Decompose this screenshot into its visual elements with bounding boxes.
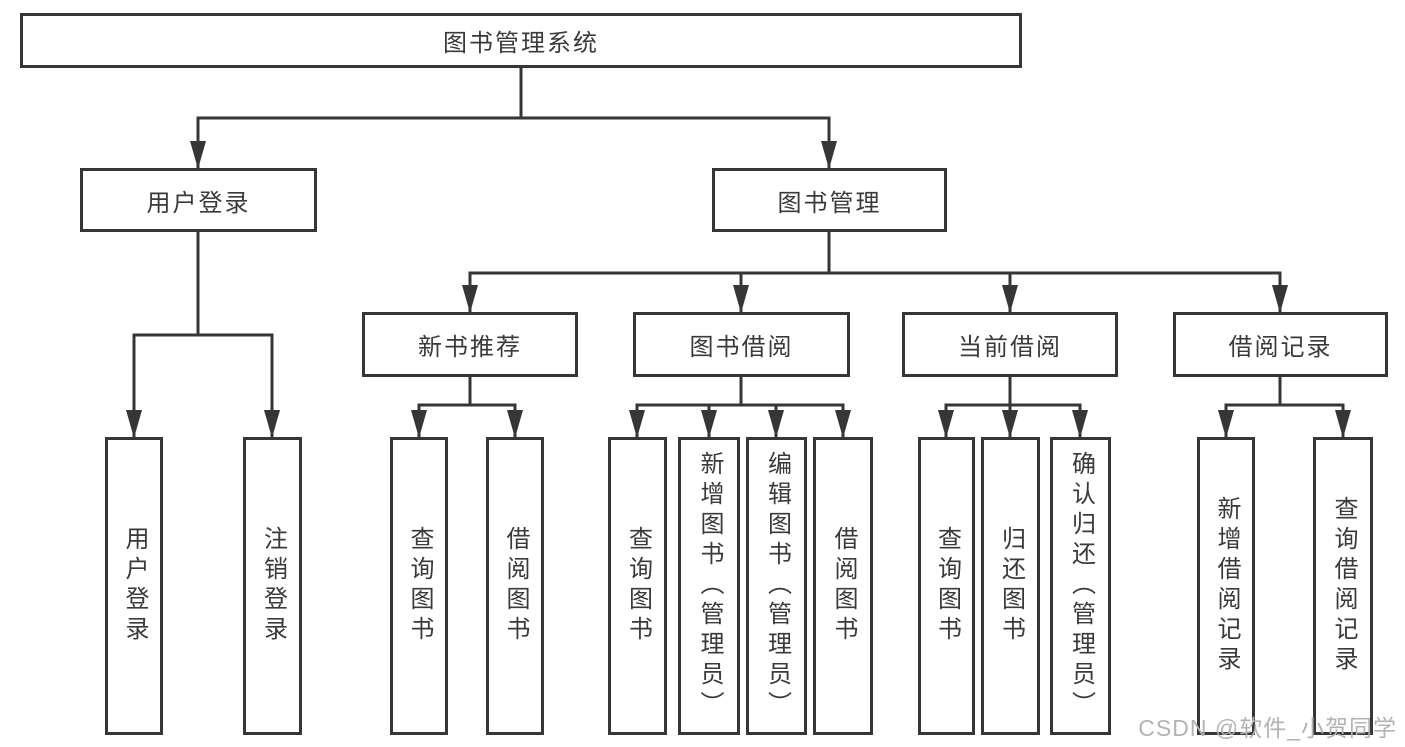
leaf-query-books-borrow: 查询图书	[608, 437, 667, 735]
leaf-borrow-books-recommend: 借阅图书	[486, 437, 544, 735]
leaf-query-borrow-record: 查询借阅记录	[1313, 437, 1373, 735]
node-book-management-system: 图书管理系统	[20, 13, 1022, 68]
leaf-query-books-current: 查询图书	[918, 437, 975, 735]
leaf-add-borrow-record: 新增借阅记录	[1197, 437, 1255, 735]
node-label: 查询图书	[933, 526, 961, 646]
leaf-user-login: 用户登录	[105, 437, 163, 735]
node-book-management: 图书管理	[712, 168, 947, 232]
node-label: 图书借阅	[689, 334, 794, 361]
leaf-add-book-admin: 新增图书（管理员）	[678, 437, 740, 735]
node-current-borrow: 当前借阅	[902, 312, 1118, 377]
node-label: 借阅记录	[1228, 334, 1333, 361]
leaf-query-books-recommend: 查询图书	[390, 437, 448, 735]
node-label: 借阅图书	[502, 526, 529, 646]
node-label: 查询图书	[624, 526, 652, 646]
leaf-logout: 注销登录	[243, 437, 302, 735]
node-label: 当前借阅	[958, 334, 1062, 361]
node-user-login: 用户登录	[80, 168, 317, 232]
node-label: 用户登录	[146, 189, 251, 217]
node-label: 新增图书（管理员）	[696, 451, 723, 721]
node-label: 确认归还（管理员）	[1067, 451, 1095, 721]
node-label: 新书推荐	[418, 334, 522, 361]
leaf-return-books: 归还图书	[981, 437, 1040, 735]
leaf-borrow-books: 借阅图书	[813, 437, 873, 735]
node-borrow-records: 借阅记录	[1173, 312, 1388, 377]
node-label: 注销登录	[259, 526, 287, 646]
node-book-borrow: 图书借阅	[633, 312, 850, 377]
node-label: 查询借阅记录	[1330, 496, 1357, 676]
watermark-text: CSDN @软件_小贺同学	[1138, 715, 1397, 741]
node-label: 图书管理	[777, 189, 882, 217]
leaf-confirm-return-admin: 确认归还（管理员）	[1050, 437, 1111, 735]
node-label: 查询图书	[406, 526, 433, 646]
node-label: 图书管理系统	[443, 30, 599, 57]
leaf-edit-book-admin: 编辑图书（管理员）	[746, 437, 807, 735]
node-label: 用户登录	[121, 526, 148, 646]
node-new-book-recommend: 新书推荐	[362, 312, 578, 377]
node-label: 借阅图书	[830, 526, 857, 646]
node-label: 编辑图书（管理员）	[763, 451, 791, 721]
node-label: 新增借阅记录	[1213, 496, 1240, 676]
node-label: 归还图书	[997, 526, 1025, 646]
